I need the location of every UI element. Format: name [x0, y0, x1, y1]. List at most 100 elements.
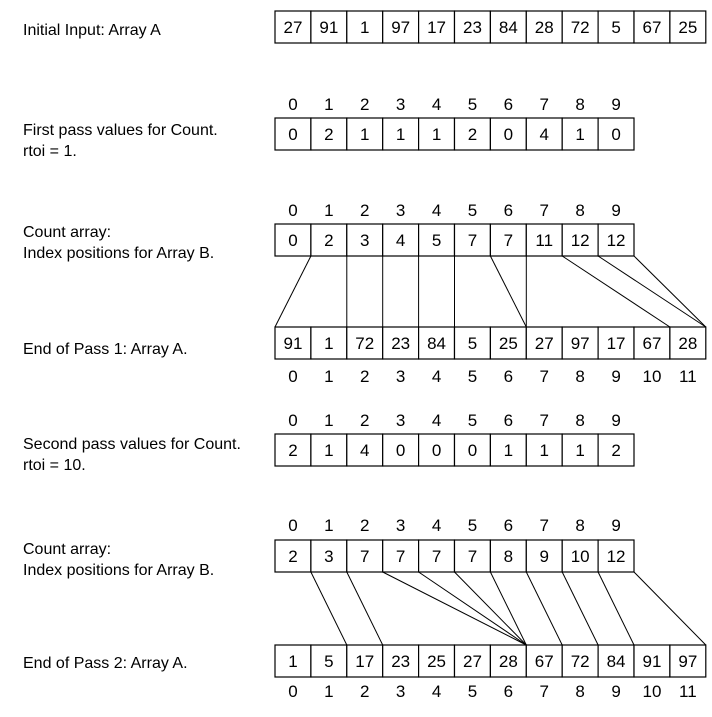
end-pass-2-cell-box: [633, 644, 671, 678]
connector-line: [633, 255, 707, 328]
initial-input-cell: 1: [346, 10, 384, 44]
position-index: 5: [468, 682, 477, 701]
end-pass-1-cell-value: 17: [607, 334, 626, 353]
second-pass-count-cell: 2: [274, 433, 312, 467]
label-end-pass-1: End of Pass 1: Array A.: [23, 341, 188, 358]
digit-index: 0: [288, 516, 297, 535]
connectors-pass-1: [274, 255, 707, 328]
count-array-2-cell-value: 7: [432, 547, 441, 566]
label-count-array-2-line2: Index positions for Array B.: [23, 562, 214, 579]
end-pass-2-cell: 84: [597, 644, 635, 678]
second-pass-count-cell-value: 2: [288, 441, 297, 460]
first-pass-count-cell-value: 2: [468, 125, 477, 144]
first-pass-count-cell-value: 4: [540, 125, 549, 144]
end-pass-2-cell-value: 25: [427, 652, 446, 671]
end-pass-1-cell: 25: [489, 326, 527, 360]
count-array-1-cell-box: [489, 223, 527, 257]
digit-index: 6: [504, 95, 513, 114]
digit-index: 4: [432, 201, 441, 220]
digit-index: 6: [504, 411, 513, 430]
end-pass-1-cell-value: 72: [355, 334, 374, 353]
label-first-pass-line1: First pass values for Count.: [23, 122, 218, 139]
digit-index: 6: [504, 516, 513, 535]
count-array-2-cell: 7: [418, 539, 456, 573]
position-index: 0: [288, 367, 297, 386]
end-pass-1-cell-value: 28: [678, 334, 697, 353]
second-pass-count-cell: 2: [597, 433, 635, 467]
digit-index: 0: [288, 95, 297, 114]
end-pass-2-cell: 91: [633, 644, 671, 678]
second-pass-count-cell-box: [561, 433, 599, 467]
digit-index: 0: [288, 411, 297, 430]
end-pass-2-cell-box: [669, 644, 707, 678]
end-pass-2-cell-box: [274, 644, 312, 678]
connector-line: [561, 571, 599, 646]
first-pass-count-cell-box: [597, 117, 635, 151]
digit-index: 6: [504, 201, 513, 220]
count-array-1-cell-box: [274, 223, 312, 257]
end-pass-1-cell: 28: [669, 326, 707, 360]
end-pass-1-cell: 67: [633, 326, 671, 360]
digit-index: 7: [540, 95, 549, 114]
initial-input-cell: 5: [597, 10, 635, 44]
end-pass-2-cell-value: 23: [391, 652, 410, 671]
first-pass-count-cell: 4: [525, 117, 563, 151]
end-pass-1-cell-value: 5: [468, 334, 477, 353]
count-array-1-cell-value: 4: [396, 231, 405, 250]
end-pass-2-cell-value: 91: [642, 652, 661, 671]
count-array-2-cell: 3: [310, 539, 348, 573]
position-index: 6: [504, 682, 513, 701]
label-second-pass-line1: Second pass values for Count.: [23, 436, 241, 453]
count-array-1-cell-value: 5: [432, 231, 441, 250]
first-pass-count-cell-value: 1: [396, 125, 405, 144]
end-pass-1-cell-box: [561, 326, 599, 360]
count-array-1-cell-value: 7: [504, 231, 513, 250]
digit-index: 9: [611, 516, 620, 535]
end-pass-2-cell: 1: [274, 644, 312, 678]
count-array-2-cell-box: [382, 539, 420, 573]
end-pass-1-cell-box: [597, 326, 635, 360]
label-initial-input: Initial Input: Array A: [23, 22, 161, 39]
count-array-2-cell: 8: [489, 539, 527, 573]
position-index: 3: [396, 682, 405, 701]
position-index: 9: [611, 682, 620, 701]
digit-index: 8: [575, 516, 584, 535]
second-pass-count-cell-value: 1: [575, 441, 584, 460]
count-array-2-cell-value: 7: [360, 547, 369, 566]
position-index: 4: [432, 682, 441, 701]
second-pass-count-cell-box: [597, 433, 635, 467]
count-array-1-cell: 5: [418, 223, 456, 257]
digit-index: 2: [360, 411, 369, 430]
count-array-1-cell-value: 12: [607, 231, 626, 250]
end-pass-2-cell-value: 28: [499, 652, 518, 671]
connector-line: [310, 571, 348, 646]
initial-input-cell-value: 5: [611, 18, 620, 37]
end-pass-1-cell-box: [382, 326, 420, 360]
initial-input-cell-value: 25: [678, 18, 697, 37]
first-pass-count-cell-box: [561, 117, 599, 151]
end-pass-2-cell-value: 84: [607, 652, 626, 671]
digit-index: 5: [468, 201, 477, 220]
position-index: 0: [288, 682, 297, 701]
count-array-2-cell-value: 8: [504, 547, 513, 566]
end-pass-2-cell-box: [525, 644, 563, 678]
first-pass-count-cell: 0: [274, 117, 312, 151]
second-pass-count-cell-value: 0: [468, 441, 477, 460]
second-pass-count-cell-value: 1: [324, 441, 333, 460]
second-pass-count-cell: 1: [525, 433, 563, 467]
end-pass-2-cell: 25: [418, 644, 456, 678]
position-index: 11: [679, 682, 697, 701]
end-pass-2-cell-box: [310, 644, 348, 678]
first-pass-count-cell-value: 0: [611, 125, 620, 144]
count-array-1-cell: 12: [561, 223, 599, 257]
count-array-1-cell: 4: [382, 223, 420, 257]
position-index: 1: [324, 367, 333, 386]
end-pass-2-cell-value: 5: [324, 652, 333, 671]
digit-index: 2: [360, 95, 369, 114]
end-pass-2-cell-box: [561, 644, 599, 678]
initial-input-cell: 84: [489, 10, 527, 44]
end-pass-2-cell: 28: [489, 644, 527, 678]
